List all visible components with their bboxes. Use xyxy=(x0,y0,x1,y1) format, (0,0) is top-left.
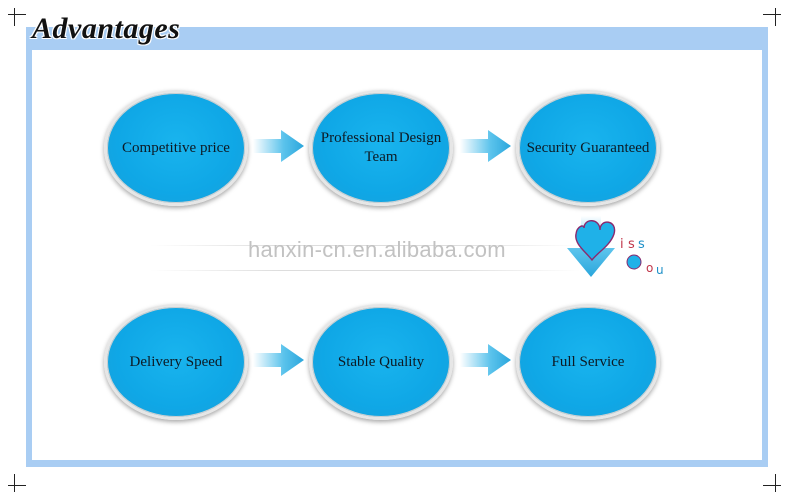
node-full-service: Full Service xyxy=(516,304,660,420)
crop-mark xyxy=(775,8,776,26)
node-security-guaranteed: Security Guaranteed xyxy=(516,90,660,206)
crop-mark xyxy=(14,474,15,492)
separator-line xyxy=(150,270,580,271)
node-label: Competitive price xyxy=(122,139,230,156)
heart-sticker-icon: i s s o u xyxy=(575,220,664,277)
separator-line xyxy=(150,245,580,246)
node-competitive-price: Competitive price xyxy=(104,90,248,206)
svg-text:i: i xyxy=(620,237,624,252)
arrow-right-icon xyxy=(460,344,511,376)
svg-text:u: u xyxy=(656,263,664,277)
crop-mark xyxy=(763,14,781,15)
node-delivery-speed: Delivery Speed xyxy=(104,304,248,420)
crop-mark xyxy=(763,485,781,486)
crop-mark xyxy=(8,14,26,15)
page-title: Advantages xyxy=(32,12,181,45)
crop-mark xyxy=(775,474,776,492)
node-label: Full Service xyxy=(551,353,625,370)
node-label: Delivery Speed xyxy=(129,353,223,370)
watermark-text: hanxin-cn.en.alibaba.com xyxy=(248,237,506,262)
node-label: Stable Quality xyxy=(337,353,425,370)
svg-text:s: s xyxy=(628,237,635,252)
node-label: Security Guaranteed xyxy=(526,139,650,156)
svg-text:o: o xyxy=(646,261,653,275)
node-label: Professional Design Team xyxy=(320,130,442,165)
node-professional-design-team: Professional Design Team xyxy=(309,90,453,206)
arrow-right-icon xyxy=(253,344,304,376)
arrow-right-icon xyxy=(460,130,511,162)
arrow-right-icon xyxy=(253,130,304,162)
crop-mark xyxy=(8,485,26,486)
node-stable-quality: Stable Quality xyxy=(309,304,453,420)
svg-text:s: s xyxy=(638,237,645,252)
crop-mark xyxy=(14,8,15,26)
